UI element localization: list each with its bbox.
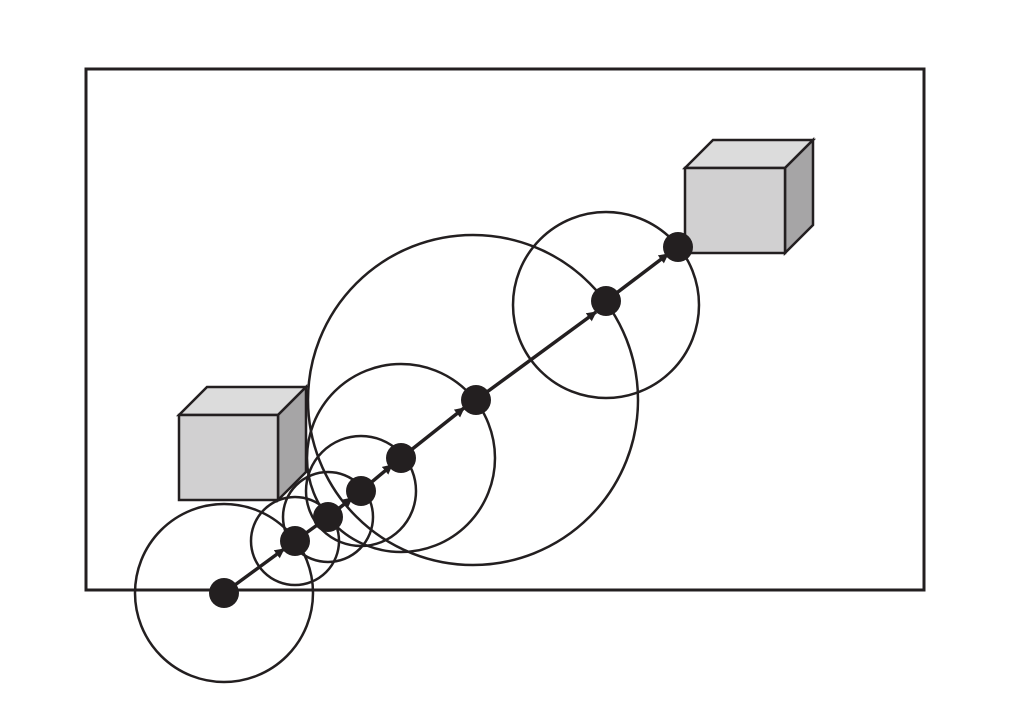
- path-node-6: [461, 385, 491, 415]
- clearance-circle-6: [306, 233, 640, 567]
- path-node-3: [313, 502, 343, 532]
- path-node-5: [386, 443, 416, 473]
- path-node-goal: [663, 232, 693, 262]
- obstacle-cube-lower-left: [175, 383, 310, 504]
- clearance-circle-1: [133, 502, 315, 684]
- cube-front-face: [177, 413, 280, 502]
- path-node-2: [280, 526, 310, 556]
- workspace-frame: [84, 67, 926, 592]
- obstacle-cube-upper-right: [681, 136, 817, 257]
- clearance-circle-7: [511, 210, 701, 400]
- path-node-4: [346, 476, 376, 506]
- clearance-circles: [133, 210, 701, 684]
- clearance-circle-5: [305, 362, 497, 554]
- clearance-circle-3: [281, 470, 375, 564]
- path-nodes: [209, 232, 693, 608]
- path-node-7: [591, 286, 621, 316]
- path-node-start: [209, 578, 239, 608]
- cube-front-face: [683, 166, 787, 255]
- path-arrow-6: [474, 310, 598, 402]
- clearance-circle-4: [304, 434, 418, 548]
